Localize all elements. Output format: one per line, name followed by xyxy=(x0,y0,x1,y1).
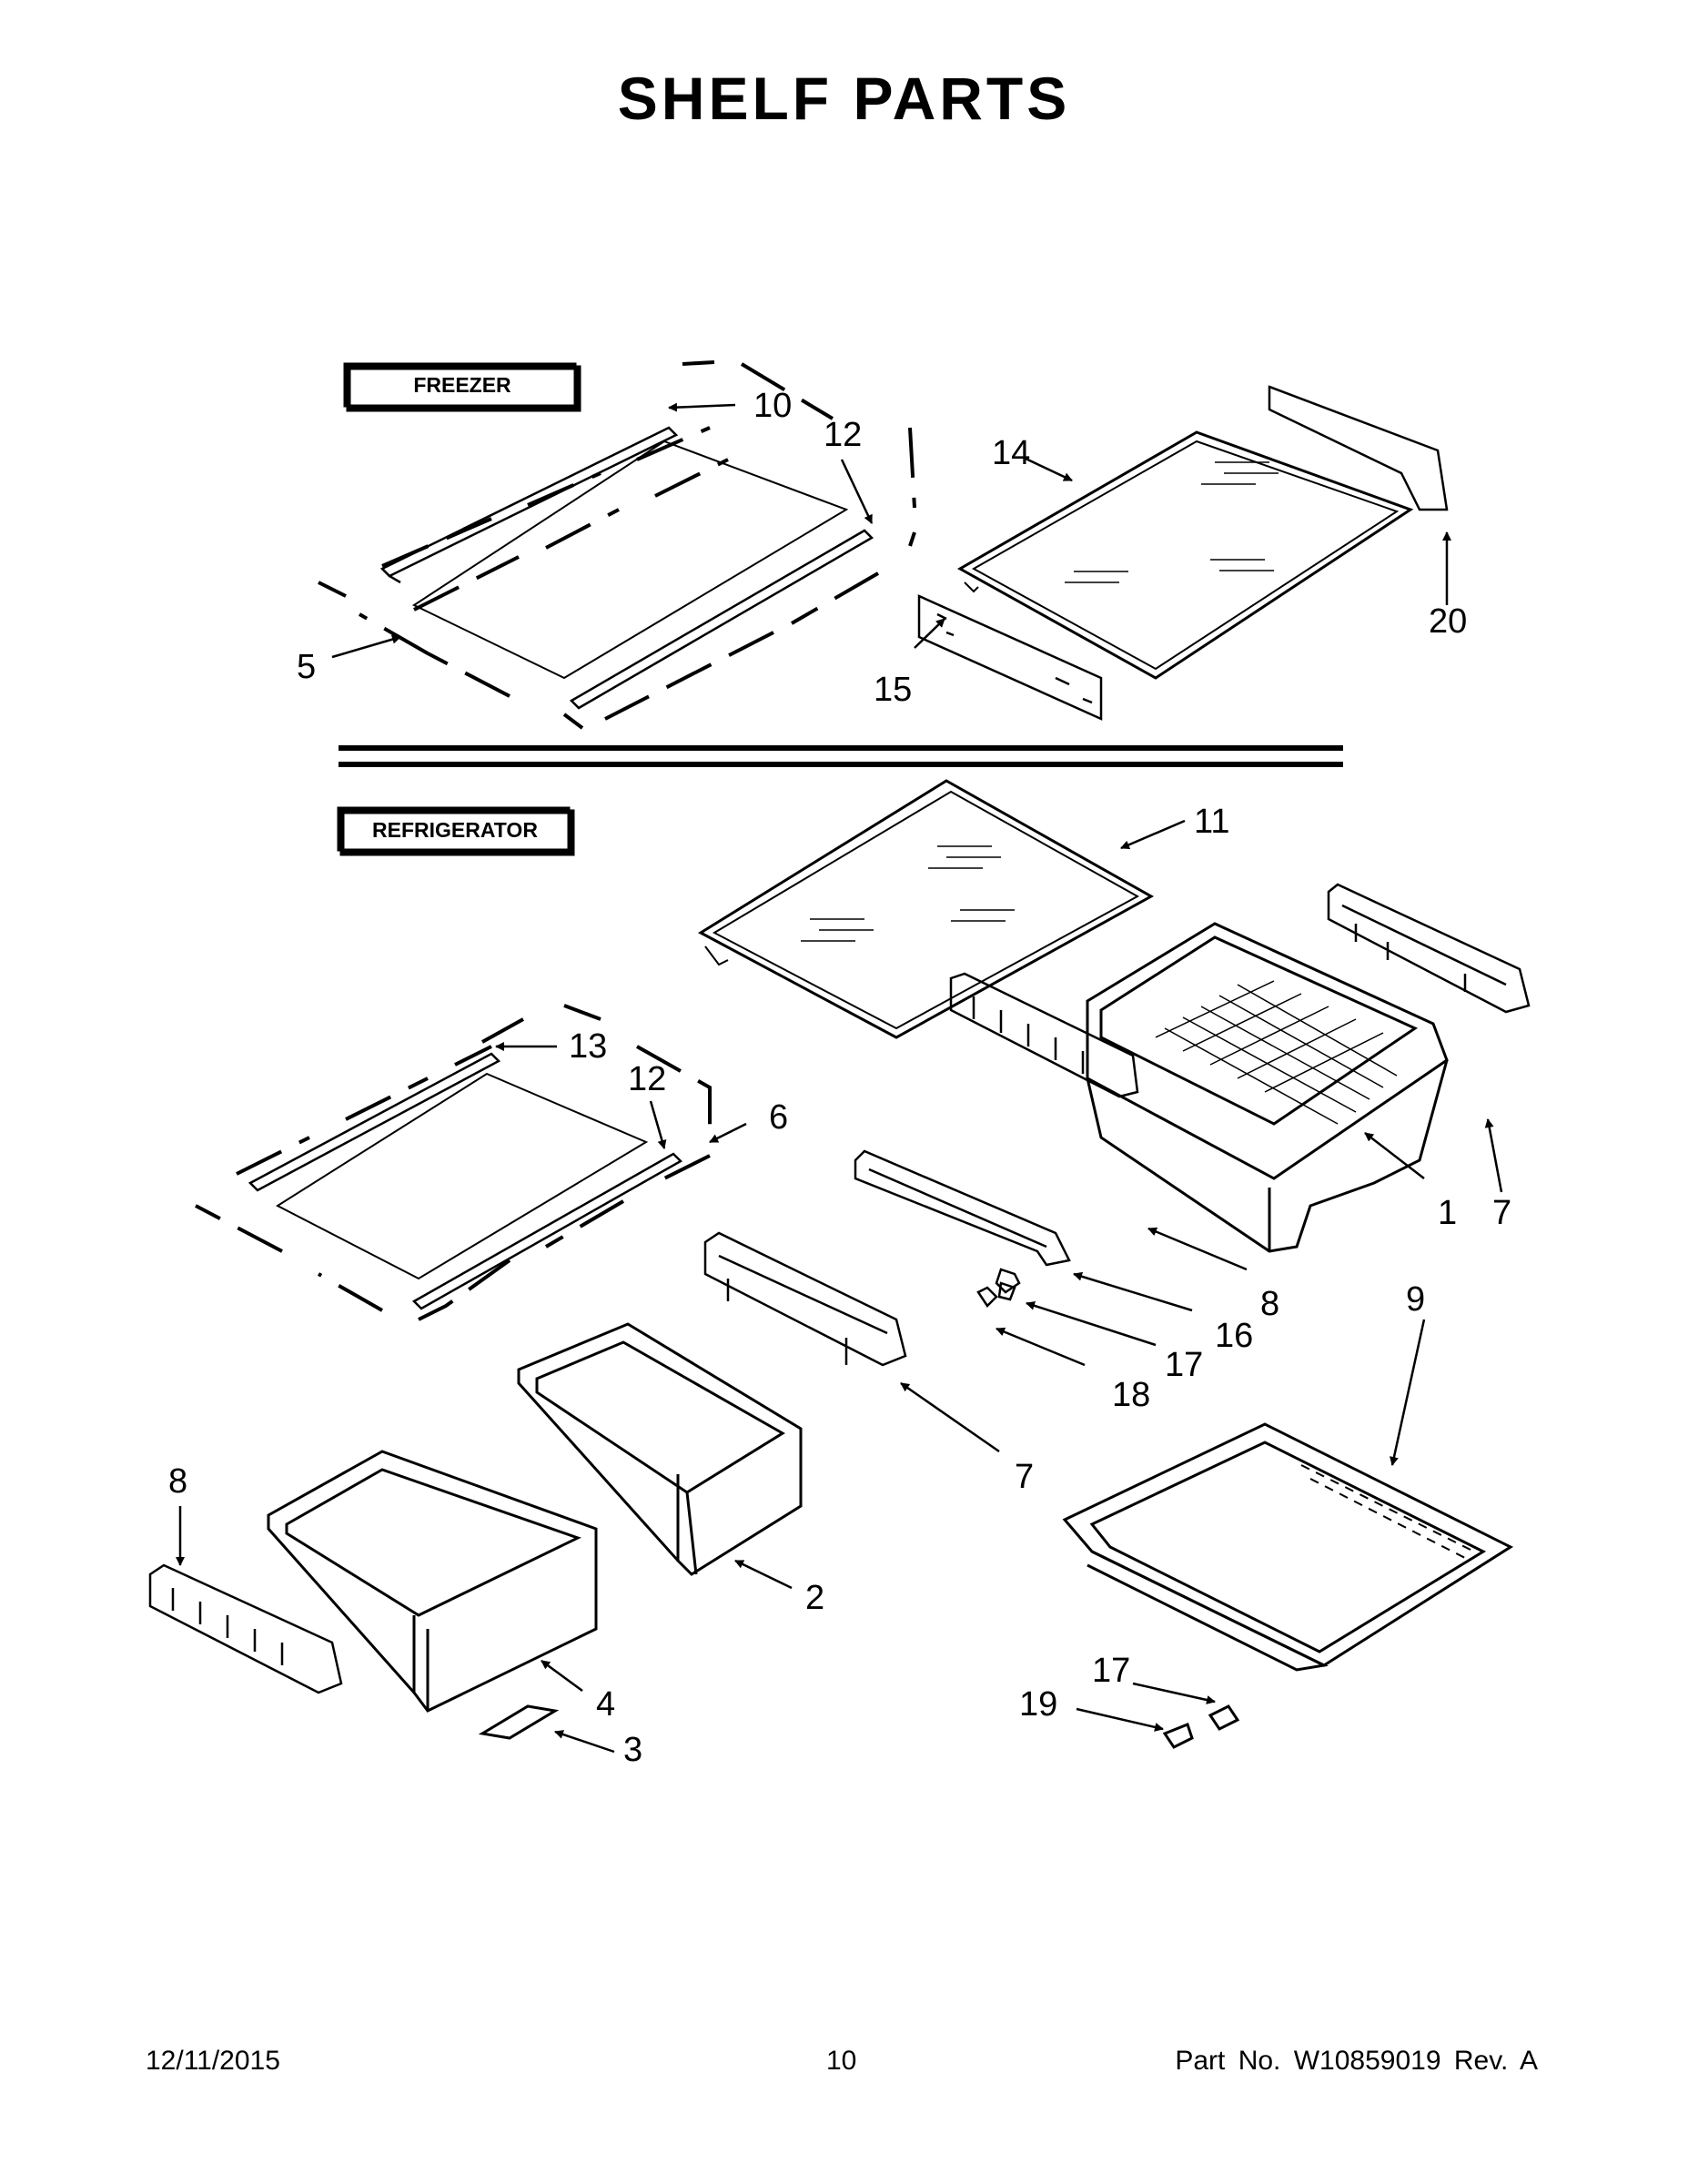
callout-12-freezer: 12 xyxy=(824,416,862,454)
crisper-drawers-small xyxy=(267,1322,803,1740)
refrigerator-label-text: REFRIGERATOR xyxy=(372,818,538,842)
footer-part-number: Part No. W10859019 Rev. A xyxy=(1175,2046,1538,2076)
callout-5: 5 xyxy=(297,648,316,686)
section-divider xyxy=(339,745,1343,767)
drawer-slide-rails xyxy=(148,883,1531,1694)
refrigerator-glass-shelf xyxy=(697,779,1155,1039)
freezer-shelf-rails xyxy=(917,385,1449,721)
refrigerator-shelf-assembly xyxy=(195,1004,712,1321)
callout-7-center: 7 xyxy=(1015,1458,1034,1496)
callout-10: 10 xyxy=(753,387,792,425)
crisper-drawer-large xyxy=(1086,922,1449,1253)
page-title: SHELF PARTS xyxy=(617,65,1071,132)
callout-15: 15 xyxy=(874,671,912,709)
callout-3: 3 xyxy=(623,1731,642,1769)
callout-8-left: 8 xyxy=(168,1462,187,1501)
callout-19: 19 xyxy=(1019,1685,1057,1724)
callout-20: 20 xyxy=(1429,602,1467,641)
callout-6: 6 xyxy=(769,1098,788,1137)
callout-13: 13 xyxy=(569,1027,607,1066)
crisper-cover xyxy=(1062,1422,1514,1749)
callout-7-right: 7 xyxy=(1492,1194,1511,1232)
callout-16: 16 xyxy=(1215,1317,1253,1355)
callout-2: 2 xyxy=(805,1579,824,1617)
callout-1: 1 xyxy=(1438,1194,1457,1232)
callout-18: 18 xyxy=(1112,1376,1150,1414)
callout-9: 9 xyxy=(1406,1280,1425,1319)
footer-date: 12/11/2015 xyxy=(146,2046,280,2076)
callout-14: 14 xyxy=(992,434,1030,472)
freezer-section-label: FREEZER xyxy=(343,362,581,412)
callout-11: 11 xyxy=(1194,803,1229,841)
freezer-shelf-assembly xyxy=(318,360,916,730)
callout-4: 4 xyxy=(596,1685,615,1724)
callout-labels: 10 12 14 5 15 20 11 13 12 6 7 1 8 16 17 … xyxy=(168,387,1511,1769)
callout-12-refrigerator: 12 xyxy=(628,1060,666,1098)
callout-17-center: 17 xyxy=(1165,1346,1203,1384)
callout-leaders xyxy=(176,402,1503,1754)
freezer-glass-shelf xyxy=(956,430,1414,680)
footer-page-number: 10 xyxy=(826,2046,857,2076)
callout-17-bottom: 17 xyxy=(1092,1652,1130,1690)
freezer-label-text: FREEZER xyxy=(413,373,511,397)
callout-8-center: 8 xyxy=(1260,1285,1279,1323)
refrigerator-section-label: REFRIGERATOR xyxy=(337,806,575,856)
